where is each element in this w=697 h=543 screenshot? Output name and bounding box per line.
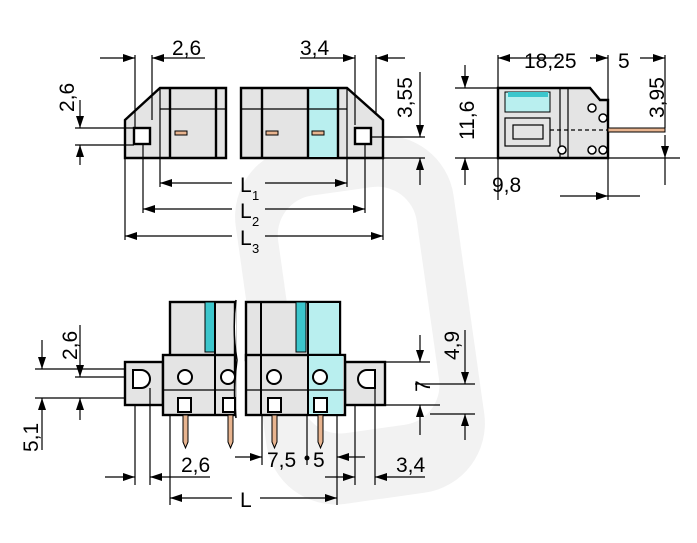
dim-pitch-5: 5: [313, 449, 325, 472]
dim-L3-sub: 3: [252, 241, 259, 256]
dim-L2-sub: 2: [252, 214, 259, 229]
front-view: 2,6 5,1 4,9 7 2,6 7,5 5 3,4 L: [20, 299, 475, 512]
dim-depth: 9,8: [492, 174, 521, 197]
dim-L: L: [240, 489, 252, 512]
dim-length: 18,25: [524, 50, 577, 73]
dim-L3: L: [240, 227, 252, 250]
pitch-dot: [304, 455, 310, 461]
left-housing: [123, 86, 228, 160]
dim-L2: L: [240, 200, 252, 223]
dim-right-7: 7: [412, 380, 435, 392]
dim-height-left: 2,6: [56, 83, 79, 112]
dim-pitch: 7,5: [267, 449, 296, 472]
dim-L1: L: [240, 174, 252, 197]
dim-top-offset: 2,6: [59, 331, 82, 360]
dim-right-offset: 3,4: [300, 37, 330, 60]
mount-hole-right: [353, 126, 373, 146]
dim-height-right: 3,55: [394, 77, 417, 118]
pin: [607, 127, 666, 133]
dim-flange: 5,1: [20, 423, 43, 452]
dim-pin: 5: [618, 50, 630, 73]
side-view: 18,25 5 3,95 11,6 9,8: [455, 50, 680, 200]
dim-L1-sub: 1: [252, 188, 259, 203]
dim-left-offset: 2,6: [172, 37, 201, 60]
dim-pin-height: 3,95: [646, 77, 669, 118]
mount-hole-left: [132, 126, 152, 146]
dim-right-height: 4,9: [441, 331, 464, 360]
dim-right-offset: 3,4: [396, 454, 426, 477]
dim-left-pitch: 2,6: [181, 454, 210, 477]
dim-height: 11,6: [456, 101, 479, 140]
